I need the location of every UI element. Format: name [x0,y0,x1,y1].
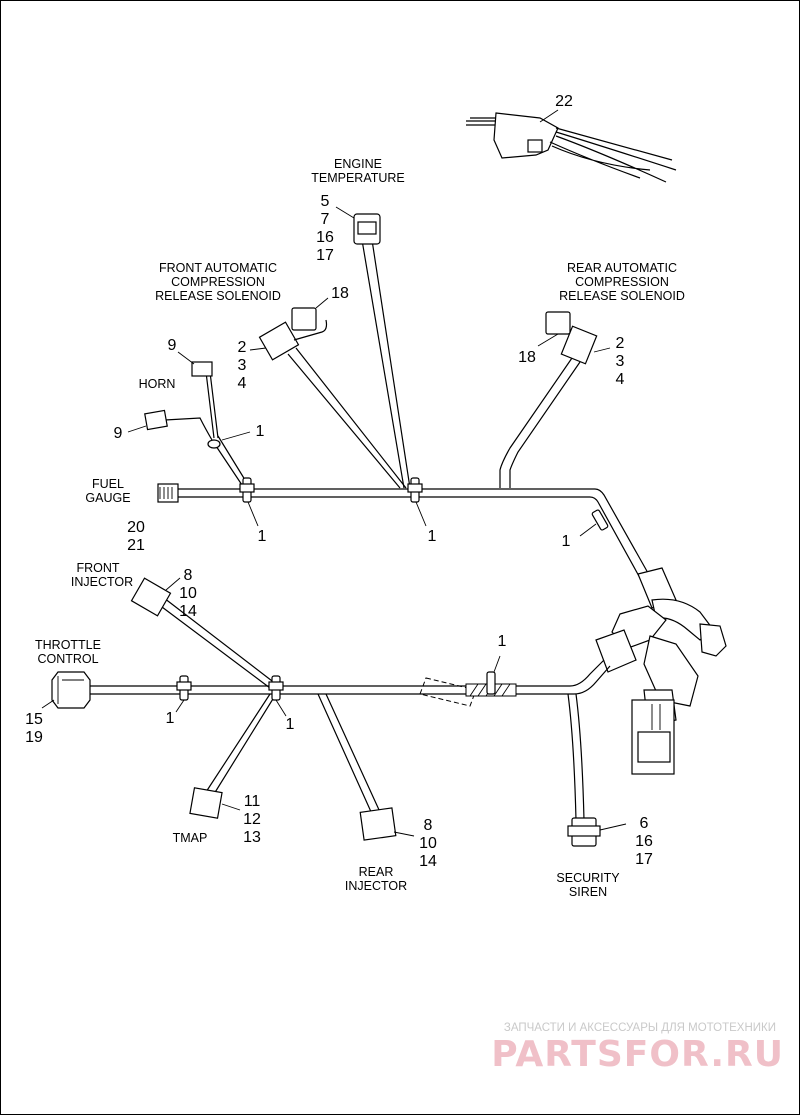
label-security-siren-1: SECURITY [556,871,620,885]
label-rear-acr-1: REAR AUTOMATIC [567,261,677,275]
label-horn: HORN [139,377,176,391]
horn-connector-bottom [144,409,168,431]
callout-horn-clip-1: 1 [256,423,265,440]
label-security-siren-2: SIREN [569,885,607,899]
callout-rear-injector-14: 14 [419,853,437,870]
callout-engine-temp-17: 17 [316,247,334,264]
callout-front-acr-3: 3 [238,357,247,374]
label-engine-temp-1: ENGINE [334,157,382,171]
callout-clip-mid-1: 1 [428,528,437,545]
front-acr-cap [291,307,317,331]
callout-engine-temp-16: 16 [316,229,334,246]
callout-front-acr-2: 2 [238,339,247,356]
callout-front-injector-10: 10 [179,585,197,602]
callout-front-acr-18: 18 [331,285,349,302]
label-throttle-2: CONTROL [37,652,98,666]
callout-clip-left-1: 1 [258,528,267,545]
label-engine-temp-2: TEMPERATURE [311,171,405,185]
watermark: ЗАПЧАСТИ И АКСЕССУАРЫ ДЛЯ МОТОТЕХНИКИ PA… [491,1022,784,1075]
callout-throttle-15: 15 [25,711,43,728]
horn-connector-top [191,361,213,377]
callout-clip-lower-mid-1: 1 [286,716,295,733]
callout-siren-6: 6 [640,815,649,832]
label-front-injector-1: FRONT [76,561,119,575]
watermark-brand: PARTSFOR.RU [491,1034,784,1075]
callout-tmap-13: 13 [243,829,261,846]
upper-trunk [157,483,649,579]
callout-clip-lower-right-1: 1 [498,633,507,650]
callout-front-injector-8: 8 [184,567,193,584]
harness-piece-22 [466,112,677,183]
callout-horn-9-bottom: 9 [114,425,123,442]
label-rear-injector-2: INJECTOR [345,879,407,893]
callout-engine-temp-7: 7 [321,211,330,228]
security-siren-branch [567,693,627,847]
callout-throttle-19: 19 [25,729,43,746]
rear-injector-branch [317,693,415,841]
callout-siren-17: 17 [635,851,653,868]
front-injector-branch [130,577,277,689]
watermark-tagline: ЗАПЧАСТИ И АКСЕССУАРЫ ДЛЯ МОТОТЕХНИКИ [504,1022,776,1034]
horn-branch [127,351,251,489]
label-tmap: TMAP [173,831,208,845]
label-fuel-gauge-2: GAUGE [85,491,130,505]
callout-clip-lower-left-1: 1 [166,710,175,727]
callout-tmap-11: 11 [244,793,261,810]
front-acr-connector [258,321,300,361]
label-fuel-gauge-1: FUEL [92,477,124,491]
rear-acr-branch [499,311,611,488]
junction-body [595,567,727,775]
upper-clips [239,477,609,537]
lower-clips [175,675,287,717]
throttle-control-connector [51,671,91,709]
engine-temp-branch [335,206,411,489]
label-front-acr-1: FRONT AUTOMATIC [159,261,277,275]
callout-front-acr-4: 4 [238,375,247,392]
horn-clip [207,439,221,449]
callout-rear-acr-4: 4 [616,371,625,388]
front-acr-branch [249,297,407,489]
callout-rear-acr-2: 2 [616,335,625,352]
label-rear-acr-2: COMPRESSION [575,275,669,289]
callout-22: 22 [555,93,573,110]
callout-numbers: 22 5 7 16 17 18 2 3 4 2 3 4 18 9 9 1 20 … [25,93,653,870]
callout-front-injector-14: 14 [179,603,197,620]
callout-clip-right-1: 1 [562,533,571,550]
callout-fuel-gauge-20: 20 [127,519,145,536]
label-front-acr-2: COMPRESSION [171,275,265,289]
label-rear-injector-1: REAR [359,865,394,879]
rear-acr-connector [560,325,598,365]
lower-trunk [41,655,611,709]
rear-acr-cap [545,311,571,335]
label-front-injector-2: INJECTOR [71,575,133,589]
label-front-acr-3: RELEASE SOLENOID [155,289,281,303]
callout-rear-acr-3: 3 [616,353,625,370]
rear-injector-connector [359,807,397,841]
callout-rear-injector-8: 8 [424,817,433,834]
callout-engine-temp-5: 5 [321,193,330,210]
tmap-connector [189,787,223,819]
callout-horn-9-top: 9 [168,337,177,354]
label-rear-acr-3: RELEASE SOLENOID [559,289,685,303]
callout-siren-16: 16 [635,833,653,850]
label-throttle-1: THROTTLE [35,638,101,652]
callout-tmap-12: 12 [243,811,261,828]
component-labels: ENGINE TEMPERATURE FRONT AUTOMATIC COMPR… [35,157,685,899]
callout-rear-injector-10: 10 [419,835,437,852]
front-injector-connector [130,577,172,617]
callout-rear-acr-18: 18 [518,349,536,366]
tmap-branch [189,693,277,819]
callout-fuel-gauge-21: 21 [127,537,145,554]
